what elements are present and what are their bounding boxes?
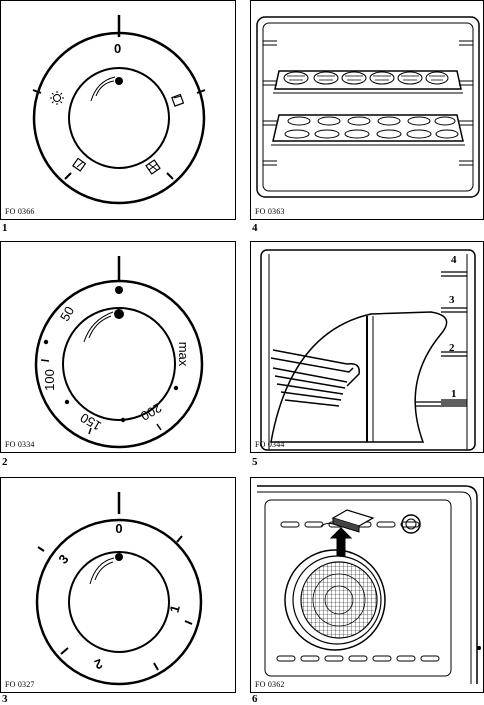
bottom-heat-icon (72, 157, 87, 172)
figure-code: FO 0344 (255, 440, 285, 449)
shelf-levels-drawing (260, 249, 476, 451)
figure-6-panel: FO 0362 (250, 477, 484, 693)
figure-3-panel: 0 1 2 3 FO 0327 (0, 477, 236, 693)
light-icon (50, 91, 64, 105)
oven-trays-drawing (256, 16, 480, 198)
figure-code: FO 0363 (255, 207, 285, 216)
temp-label-50: 50 (57, 304, 77, 324)
grill-dial-drawing: 0 1 2 3 (35, 492, 203, 686)
grill-label-3: 3 (55, 552, 71, 567)
shelf-level-3: 3 (449, 294, 455, 306)
grill-scale-labels: 0 1 2 3 (55, 521, 182, 673)
temperature-scale-labels: 50 100 150 200 max (42, 304, 191, 434)
temp-label-100: 100 (42, 369, 57, 391)
temp-label-200: 200 (138, 400, 164, 424)
up-arrow-icon (329, 527, 353, 557)
magnified-shelf-rail (270, 349, 360, 407)
lower-tray-pastries (284, 116, 459, 139)
figure-number: 4 (252, 222, 258, 234)
temperature-dial-drawing: 50 100 150 200 max (34, 256, 204, 449)
shelf-level-1: 1 (451, 388, 457, 400)
figure-5-panel: 4 3 2 1 FO 0344 (250, 241, 484, 453)
top-heat-icon (171, 93, 185, 107)
figure-number: 5 (252, 456, 258, 468)
temp-label-max: max (176, 342, 191, 367)
figure-number: 2 (2, 456, 8, 468)
fan-icon (145, 159, 161, 175)
figure-number: 3 (2, 693, 8, 705)
figure-code: FO 0362 (255, 680, 285, 689)
figure-code: FO 0327 (5, 680, 35, 689)
shelf-level-2: 2 (449, 342, 455, 354)
figure-number: 6 (252, 693, 258, 705)
figure-1-panel: 0 FO 0366 (0, 0, 236, 220)
figure-code: FO 0334 (5, 440, 35, 449)
fan-filter-drawing (257, 485, 481, 684)
figure-2-panel: 50 100 150 200 max FO 0334 (0, 241, 236, 453)
figure-code: FO 0366 (5, 207, 35, 216)
temp-label-150: 150 (78, 410, 104, 434)
figure-4-panel: FO 0363 (250, 0, 484, 220)
grill-label-1: 1 (166, 603, 182, 614)
figure-number: 1 (2, 222, 8, 234)
grill-label-0: 0 (115, 521, 122, 536)
grill-label-2: 2 (93, 656, 105, 673)
dial-position-zero: 0 (114, 41, 122, 56)
vent-slots-bottom (276, 655, 440, 662)
upper-tray-pastries (283, 71, 449, 85)
function-dial-drawing (32, 15, 206, 205)
shelf-level-4: 4 (451, 254, 457, 266)
